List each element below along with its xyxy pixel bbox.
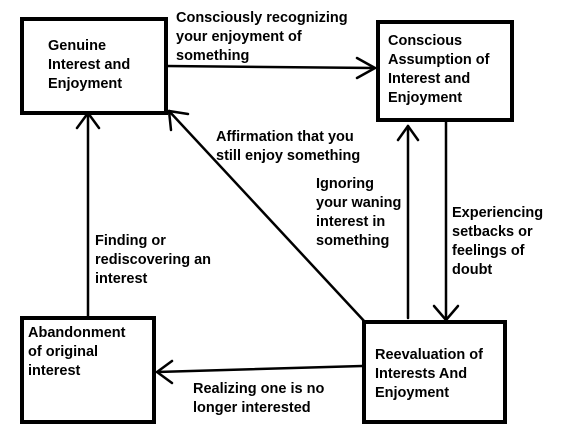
node-reevaluation-label: Reevaluation of Interests And Enjoyment <box>375 347 483 401</box>
edge-label-realizing: Realizing one is no longer interested <box>193 381 325 416</box>
arrow-affirmation <box>167 109 367 324</box>
edge-label-recognizing: Consciously recognizing your enjoyment o… <box>176 10 348 64</box>
node-genuine-interest: Genuine Interest and Enjoyment <box>20 17 168 115</box>
node-reevaluation: Reevaluation of Interests And Enjoyment <box>362 320 507 424</box>
arrow-recognizing <box>164 56 377 80</box>
node-abandonment-label: Abandonment of original interest <box>28 325 126 379</box>
node-conscious-assumption: Conscious Assumption of Interest and Enj… <box>376 20 514 122</box>
edge-label-finding: Finding or rediscovering an interest <box>95 233 212 287</box>
edge-label-ignoring: Ignoring your waning interest in somethi… <box>316 176 402 249</box>
node-conscious-assumption-label: Conscious Assumption of Interest and Enj… <box>388 33 490 106</box>
edge-label-setbacks: Experiencing setbacks or feelings of dou… <box>452 205 544 278</box>
arrow-realizing <box>155 359 364 385</box>
edge-label-affirmation: Affirmation that you still enjoy somethi… <box>216 129 361 164</box>
node-genuine-interest-label: Genuine Interest and Enjoyment <box>48 38 131 92</box>
node-abandonment: Abandonment of original interest <box>20 316 156 424</box>
arrow-ignoring <box>396 124 420 320</box>
